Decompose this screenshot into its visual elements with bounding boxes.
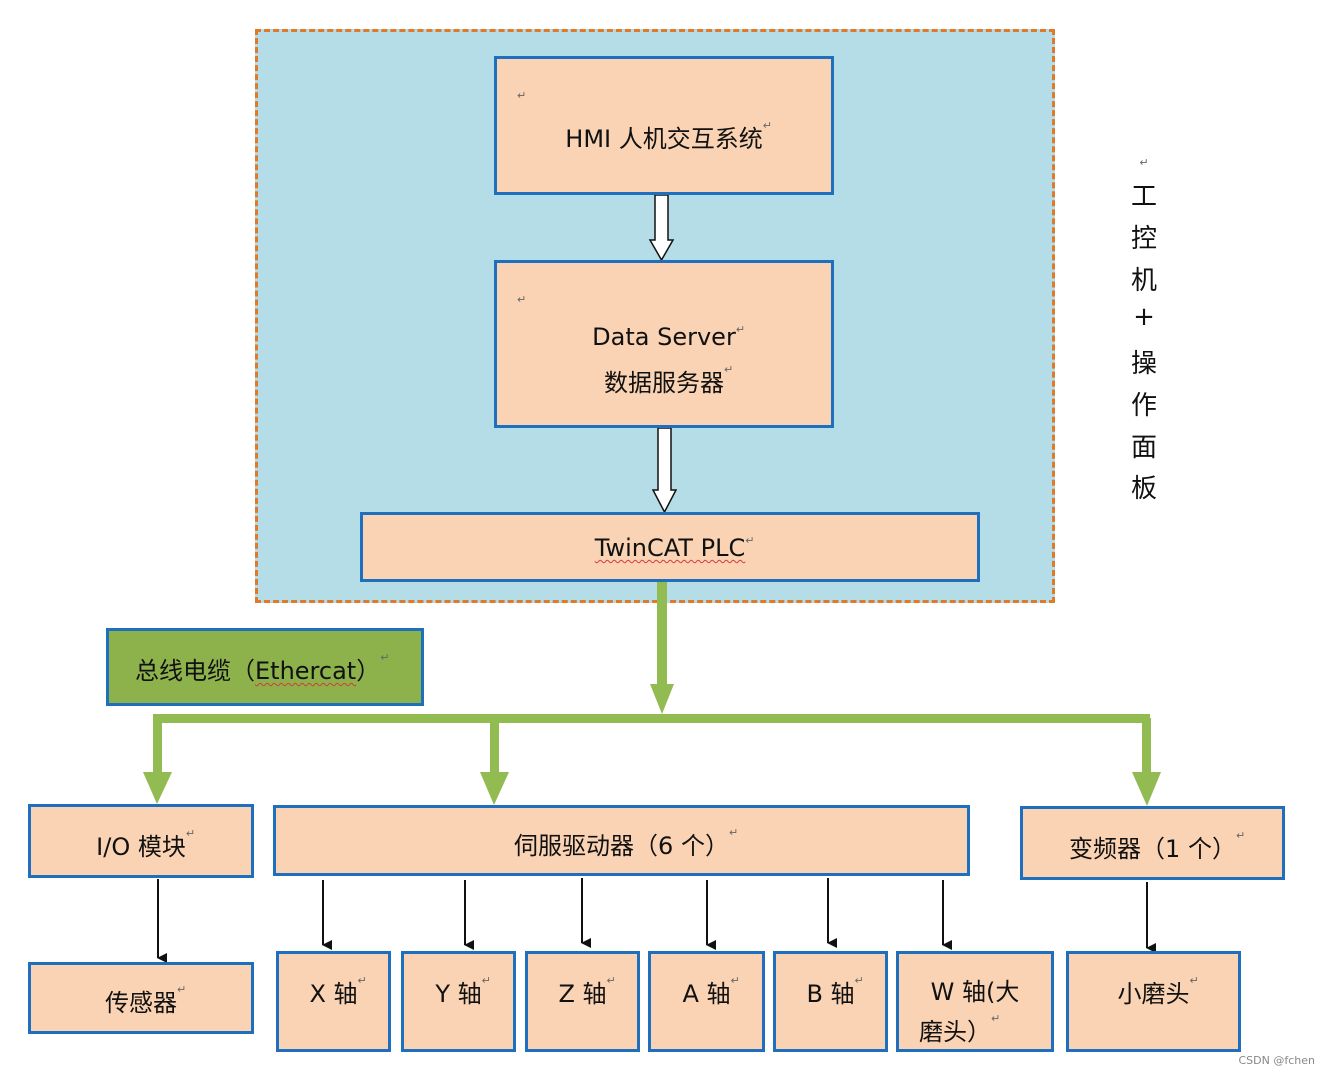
- side-label-mark: ↵: [1139, 156, 1149, 169]
- y-axis-box: Y 轴↵: [401, 951, 516, 1052]
- paragraph-mark: ↵: [517, 89, 527, 102]
- side-label-char: 板: [1130, 474, 1157, 504]
- servo-driver-box: 伺服驱动器（6 个）↵: [273, 805, 970, 876]
- hollow-arrow-server-to-plc: [651, 427, 678, 514]
- side-label-char: +: [1133, 302, 1155, 332]
- data-server-sublabel: 数据服务器↵: [604, 363, 734, 397]
- data-server-label: Data Server↵: [592, 323, 746, 351]
- y-axis-label: Y 轴↵: [435, 974, 491, 1008]
- b-axis-label: B 轴↵: [806, 974, 864, 1008]
- servo-driver-label: 伺服驱动器（6 个）↵: [514, 826, 739, 860]
- sensor-label: 传感器↵: [105, 983, 187, 1017]
- hmi-label: HMI 人机交互系统↵: [565, 119, 772, 153]
- io-module-label: I/O 模块↵: [96, 827, 196, 861]
- bus-branch-servo-arrowhead: [480, 772, 509, 805]
- w-axis-sublabel: 磨头）↵: [919, 1012, 1001, 1046]
- small-grinding-head-label: 小磨头↵: [1117, 974, 1199, 1008]
- bus-branch-servo-line: [490, 718, 499, 774]
- data-server-box: ↵ Data Server↵ 数据服务器↵: [494, 260, 834, 428]
- side-label-char: 工: [1130, 182, 1157, 212]
- b-axis-box: B 轴↵: [773, 951, 888, 1052]
- a-axis-box: A 轴↵: [648, 951, 765, 1052]
- vfd-label: 变频器（1 个）↵: [1069, 829, 1246, 863]
- bus-trunk-line: [657, 580, 667, 688]
- watermark: CSDN @fchen: [1238, 1054, 1316, 1067]
- z-axis-box: Z 轴↵: [525, 951, 640, 1052]
- bus-horizontal-line: [153, 714, 1150, 723]
- bus-branch-io-arrowhead: [143, 772, 172, 804]
- side-label-char: 控: [1130, 224, 1157, 254]
- vfd-box: 变频器（1 个）↵: [1020, 806, 1285, 880]
- side-label-char: 操: [1130, 349, 1157, 379]
- bus-branch-vfd-line: [1142, 718, 1151, 774]
- side-label-char: 面: [1130, 433, 1157, 463]
- bus-cable-label: 总线电缆（Ethercat）↵: [135, 651, 390, 685]
- bus-branch-io-line: [153, 718, 162, 774]
- side-label-char: 机: [1130, 266, 1157, 296]
- bus-trunk-arrowhead: [650, 684, 674, 714]
- a-axis-label: A 轴↵: [682, 974, 740, 1008]
- paragraph-mark: ↵: [517, 293, 527, 306]
- small-grinding-head-box: 小磨头↵: [1066, 951, 1241, 1052]
- bus-branch-vfd-arrowhead: [1132, 772, 1161, 806]
- w-axis-box: W 轴(大 磨头）↵: [896, 951, 1054, 1052]
- side-label-char: 作: [1130, 391, 1157, 421]
- z-axis-label: Z 轴↵: [558, 974, 616, 1008]
- io-module-box: I/O 模块↵: [28, 804, 254, 878]
- sensor-box: 传感器↵: [28, 962, 254, 1034]
- x-axis-label: X 轴↵: [309, 974, 367, 1008]
- hollow-arrow-hmi-to-server: [648, 194, 675, 262]
- bus-cable-box: 总线电缆（Ethercat）↵: [106, 628, 424, 706]
- x-axis-box: X 轴↵: [276, 951, 391, 1052]
- w-axis-label: W 轴(大: [930, 978, 1020, 1006]
- plc-label: TwinCAT PLC↵: [594, 534, 755, 562]
- plc-box: TwinCAT PLC↵: [360, 512, 980, 582]
- hmi-box: ↵ HMI 人机交互系统↵: [494, 56, 834, 195]
